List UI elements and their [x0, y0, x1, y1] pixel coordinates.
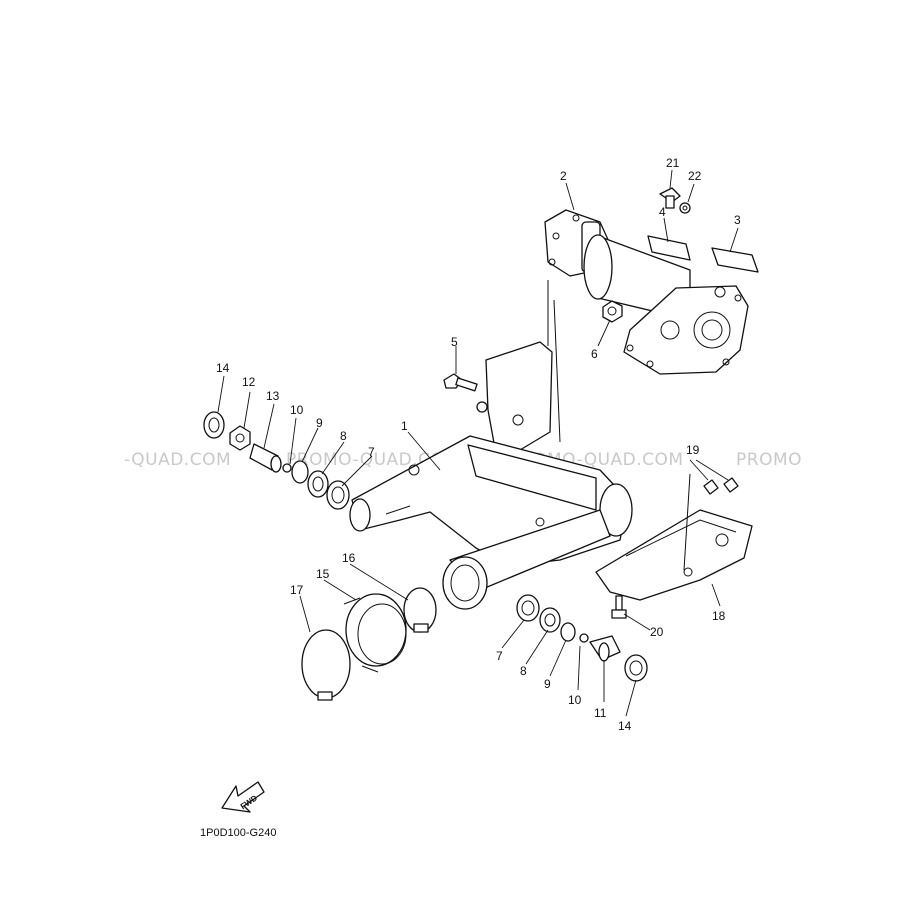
nut-6	[602, 300, 623, 323]
washer-22	[679, 202, 691, 214]
oil-seal-9-left	[291, 460, 309, 484]
callout-7-right: 7	[496, 649, 503, 663]
callout-12: 12	[242, 375, 256, 389]
oil-seal-14-right	[624, 654, 648, 682]
collar-10-left	[282, 463, 292, 473]
callout-10-right: 10	[568, 693, 582, 707]
bolt-5	[443, 373, 488, 413]
band-16	[403, 587, 437, 633]
callout-1: 1	[401, 419, 408, 433]
callout-11: 11	[594, 706, 607, 720]
watermark-4: PROMO	[736, 450, 802, 470]
oil-seal-14-left	[203, 411, 225, 439]
cap-19	[703, 477, 739, 495]
callout-2: 2	[560, 169, 567, 183]
swing-arm	[349, 435, 633, 610]
callout-17: 17	[290, 583, 304, 597]
nut-12	[229, 425, 251, 451]
fwd-arrow-icon: FWD	[221, 781, 265, 813]
bearing-8-right	[539, 607, 561, 633]
bearing-7-left	[326, 480, 350, 510]
callout-14-right: 14	[618, 719, 632, 733]
rear-axle-housing	[544, 209, 749, 375]
drawing-code: 1P0D100-G240	[200, 827, 276, 839]
callout-18: 18	[712, 609, 726, 623]
callout-8-right: 8	[520, 664, 527, 678]
watermark-1: -QUAD.COM	[124, 450, 231, 470]
bolt-21	[659, 187, 681, 209]
callouts: 1 2 3 4 5 6 7 8 9 10 11 12 13 14 15 16 1…	[216, 156, 741, 733]
callout-3: 3	[734, 213, 741, 227]
pivot-shaft-13	[249, 443, 282, 473]
mounting-bracket	[485, 341, 553, 455]
callout-10: 10	[290, 403, 304, 417]
callout-20: 20	[650, 625, 664, 639]
callout-9-right: 9	[544, 677, 551, 691]
callout-8: 8	[340, 429, 347, 443]
callout-15: 15	[316, 567, 330, 581]
callout-16: 16	[342, 551, 356, 565]
callout-13: 13	[266, 389, 280, 403]
oil-seal-9-right	[560, 622, 576, 642]
callout-14: 14	[216, 361, 230, 375]
callout-21: 21	[666, 156, 680, 170]
callout-22: 22	[688, 169, 702, 183]
bearing-8-left	[307, 470, 329, 498]
pivot-shaft-11	[589, 635, 621, 662]
callout-6: 6	[591, 347, 598, 361]
bracket-hole	[512, 414, 524, 426]
callout-9: 9	[316, 416, 323, 430]
bearing-7-right	[516, 594, 540, 622]
callout-19: 19	[686, 443, 700, 457]
label-sticker-4	[647, 235, 691, 261]
callout-7: 7	[368, 445, 375, 459]
collar-10-right	[579, 633, 589, 643]
callout-5: 5	[451, 335, 458, 349]
band-17	[301, 629, 351, 701]
leader-lines	[217, 169, 739, 717]
boot-15	[343, 593, 407, 673]
label-sticker-3	[711, 247, 759, 273]
chain-guard-18	[595, 509, 753, 601]
callout-4: 4	[659, 205, 666, 219]
bolt-20	[611, 595, 627, 619]
